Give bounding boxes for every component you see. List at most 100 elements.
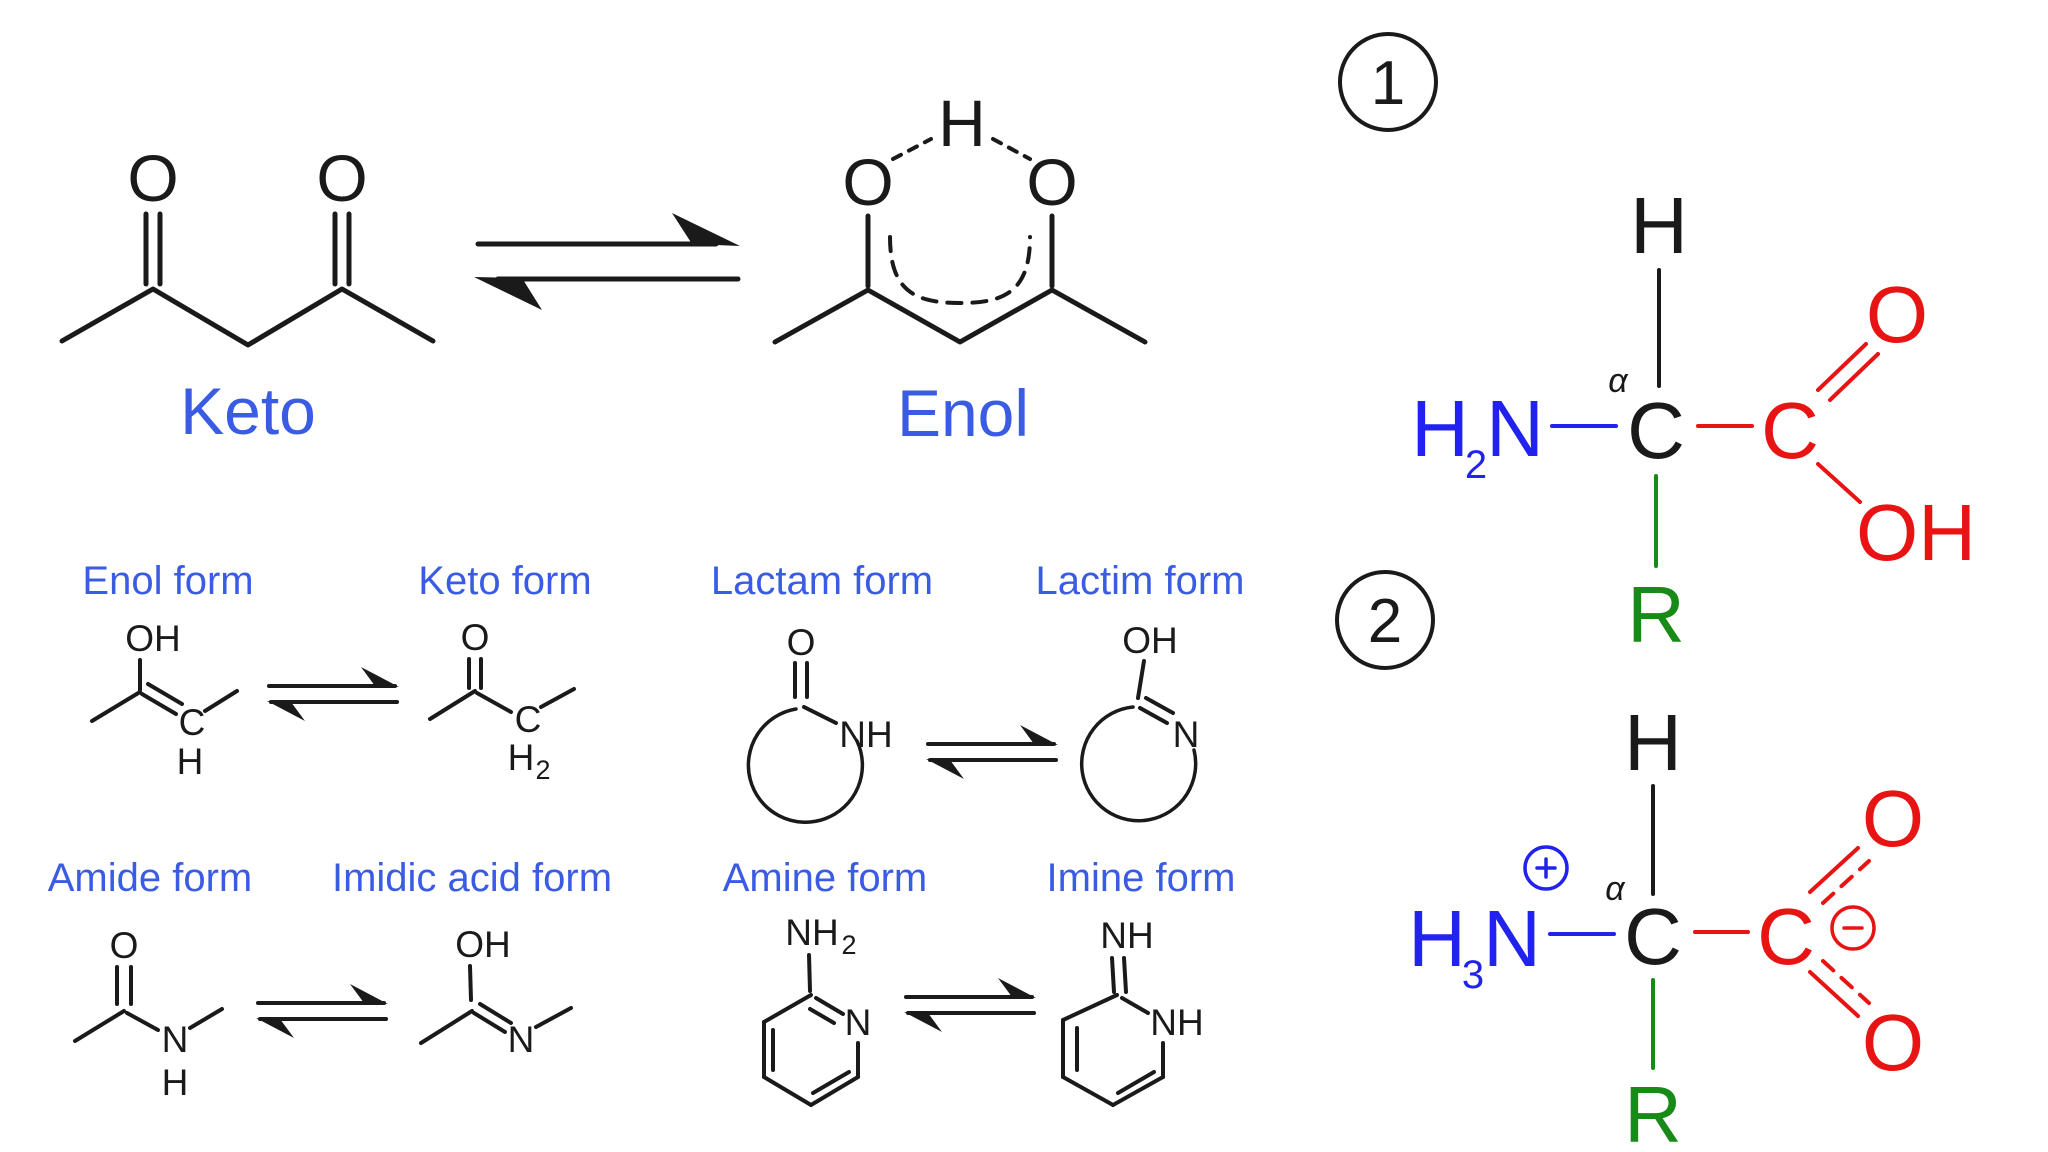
hydrogen-atom: H: [1624, 698, 1682, 787]
delocalized-bond-dashed-arc: [888, 235, 1032, 305]
alpha-carbon: C: [1624, 892, 1682, 981]
bond: [188, 1007, 224, 1030]
alpha-carbon: C: [1627, 386, 1685, 475]
oxygen-atom: O: [787, 622, 816, 663]
carbonyl-oxygen: O: [1866, 270, 1928, 359]
ring-bond: [762, 1075, 813, 1107]
c-o-double-bond: [1816, 342, 1868, 392]
ring-bond: [1061, 1075, 1115, 1107]
keto-label: Keto: [180, 374, 316, 448]
number-1: 1: [1371, 49, 1405, 118]
bond: [539, 687, 576, 709]
hydrogen-atom: H: [508, 737, 535, 778]
imidic-acid-structure: OH N: [419, 924, 573, 1060]
ring-double-bond-inner: [811, 1070, 851, 1095]
lactam-structure: O NH: [746, 622, 893, 824]
ring-bond: [762, 993, 813, 1024]
hydrogen-bond-dashed: [991, 137, 1032, 161]
number-2: 2: [1368, 587, 1402, 656]
equilibrium-arrow: [254, 982, 390, 1040]
c-o-partial-bond-dashed: [1821, 859, 1871, 905]
enol-label: Enol: [897, 376, 1029, 450]
plus-charge-icon: [1523, 845, 1569, 891]
carboxylate-oxygen: O: [1862, 774, 1924, 863]
double-bond: [146, 682, 184, 706]
minus-charge-icon: [1830, 905, 1876, 951]
subscript-3: 3: [1462, 953, 1484, 997]
subscript-2: 2: [1465, 443, 1487, 487]
ring-bond: [809, 1075, 860, 1107]
pair-amine-imine: Amine form Imine form NH 2 N NH NH: [723, 856, 1235, 1107]
enol-form-structure: OH C H: [90, 618, 239, 782]
bond: [1136, 659, 1146, 700]
ring-bond: [1061, 993, 1119, 1022]
double-bond: [140, 692, 178, 716]
oxygen-atom: O: [127, 141, 178, 215]
amide-form-label: Amide form: [48, 856, 253, 900]
hydrogen-atom: H: [1630, 181, 1688, 270]
oxygen-atom: O: [316, 141, 367, 215]
keto-form-structure: O C H 2: [428, 617, 576, 785]
oxygen-atom: O: [461, 617, 490, 658]
bond: [807, 953, 812, 993]
amine-form-label: Amine form: [723, 856, 928, 900]
bond: [419, 1009, 474, 1045]
carboxyl-carbon: C: [1761, 386, 1819, 475]
amino-acid-zwitterion: 2 H α C H 3 N C O O R: [1335, 570, 1924, 1152]
nitrogen-atom: N: [508, 1019, 535, 1060]
double-bond: [472, 1011, 507, 1034]
hydrogen-atom: H: [938, 86, 986, 160]
hydrogen-atom: H: [177, 741, 204, 782]
nh-group: NH: [839, 714, 892, 755]
alpha-label: α: [1605, 870, 1626, 908]
carbon-skeleton: [772, 287, 1148, 345]
r-group: R: [1624, 1070, 1682, 1152]
keto-form-label: Keto form: [418, 559, 591, 603]
hydrogen-atom: H: [162, 1062, 189, 1103]
bond: [534, 1006, 573, 1029]
equilibrium-arrow: [924, 723, 1060, 781]
bond: [125, 1011, 160, 1032]
ring-arc: [746, 707, 865, 824]
circled-number-2: [1335, 570, 1435, 670]
bond: [203, 689, 239, 713]
imine-group: NH: [1100, 915, 1153, 956]
bond: [475, 691, 513, 714]
equilibrium-arrow-main: [474, 213, 741, 310]
hydroxyl-group: OH: [455, 924, 511, 965]
amine-structure: NH 2 N: [762, 912, 871, 1107]
ring-double-bond: [814, 996, 845, 1016]
lactim-structure: OH N: [1079, 620, 1200, 823]
imidic-acid-form-label: Imidic acid form: [332, 856, 612, 900]
oxygen-atom: O: [110, 925, 139, 966]
keto-structure: O O Keto: [59, 141, 436, 448]
carboxylate-oxygen: O: [1862, 998, 1924, 1087]
ammonium-n: N: [1483, 894, 1541, 983]
bond: [73, 1009, 126, 1043]
c-o-double-bond: [1828, 352, 1880, 402]
nitrogen-atom: N: [1173, 714, 1200, 755]
c-o-bond: [1808, 846, 1860, 894]
amine-n: N: [1486, 384, 1544, 473]
double-bond: [1144, 696, 1175, 715]
c-oh-bond: [1816, 462, 1862, 504]
lactam-form-label: Lactam form: [711, 559, 933, 603]
enol-structure: H O O Enol: [772, 86, 1148, 450]
equilibrium-arrow: [902, 976, 1038, 1034]
carbon-skeleton: [59, 286, 436, 348]
double-bond: [1122, 956, 1128, 994]
circled-number-1: [1338, 32, 1438, 132]
ring-double-bond: [808, 1007, 836, 1025]
c-o-partial-bond-dashed: [1821, 959, 1871, 1005]
equilibrium-arrow: [265, 665, 401, 723]
ring-bond: [1111, 1075, 1165, 1107]
amine-h: H: [1411, 384, 1469, 473]
double-bond: [478, 1002, 513, 1025]
ring-nh-group: NH: [1150, 1002, 1203, 1043]
double-bond: [1138, 706, 1169, 725]
pair-enol-keto: Enol form Keto form OH C H O C H 2: [82, 559, 591, 785]
nitrogen-atom: N: [162, 1019, 189, 1060]
carboxylate-carbon: C: [1757, 892, 1815, 981]
